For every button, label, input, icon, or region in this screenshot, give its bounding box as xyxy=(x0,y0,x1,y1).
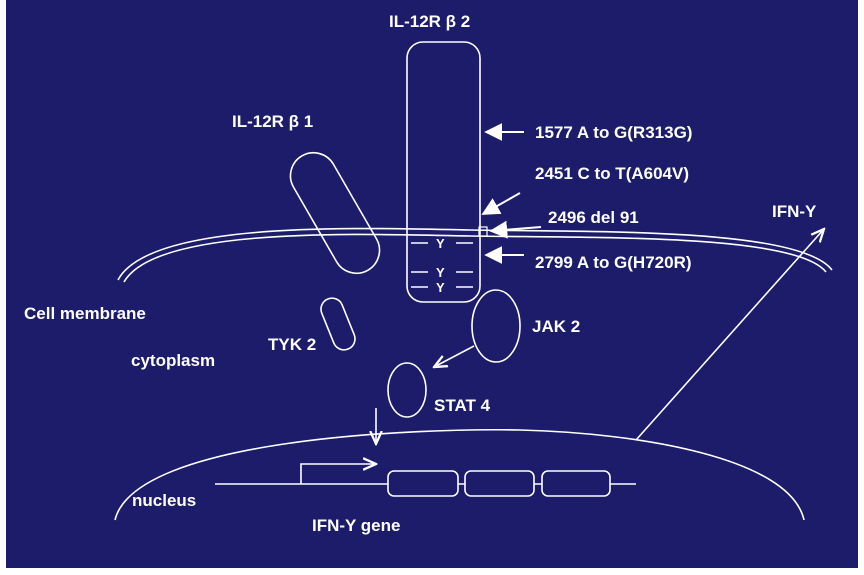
mutation-arrow-2451 xyxy=(483,193,520,214)
gene-exon xyxy=(542,471,610,496)
mutation-2496-label: 2496 del 91 xyxy=(548,209,639,226)
nucleus-label: nucleus xyxy=(132,492,196,509)
cell-membrane-inner xyxy=(124,234,826,282)
jak2-protein xyxy=(472,290,520,362)
tyrosine-label: Y xyxy=(436,237,445,250)
il12rb1-receptor xyxy=(282,144,388,281)
ifn-gene-label: IFN-Y gene xyxy=(312,517,400,534)
jak2-label: JAK 2 xyxy=(532,318,580,335)
mutation-2451-label: 2451 C to T(A604V) xyxy=(535,165,689,182)
tyk2-label: TYK 2 xyxy=(268,336,316,353)
ifn-y-label: IFN-Y xyxy=(772,203,816,220)
jak2-stat4-arrow xyxy=(434,346,474,367)
transcription-start-arrow xyxy=(301,464,376,484)
il12rb2-label: IL-12R β 2 xyxy=(389,13,470,30)
nucleus-envelope xyxy=(115,430,804,520)
tyrosine-label: Y xyxy=(436,281,445,294)
cell-membrane-label: Cell membrane xyxy=(24,305,146,322)
tyk2-protein xyxy=(318,295,359,353)
stat4-label: STAT 4 xyxy=(434,397,490,414)
mutation-1577-label: 1577 A to G(R313G) xyxy=(535,124,692,141)
mutation-2799-label: 2799 A to G(H720R) xyxy=(535,254,692,271)
il12rb2-receptor xyxy=(407,42,480,302)
cytoplasm-label: cytoplasm xyxy=(131,352,215,369)
gene-exon xyxy=(388,471,458,496)
tyrosine-label: Y xyxy=(436,266,445,279)
gene-exon xyxy=(465,471,534,496)
il12rb1-label: IL-12R β 1 xyxy=(232,113,313,130)
stat4-protein xyxy=(388,363,426,417)
